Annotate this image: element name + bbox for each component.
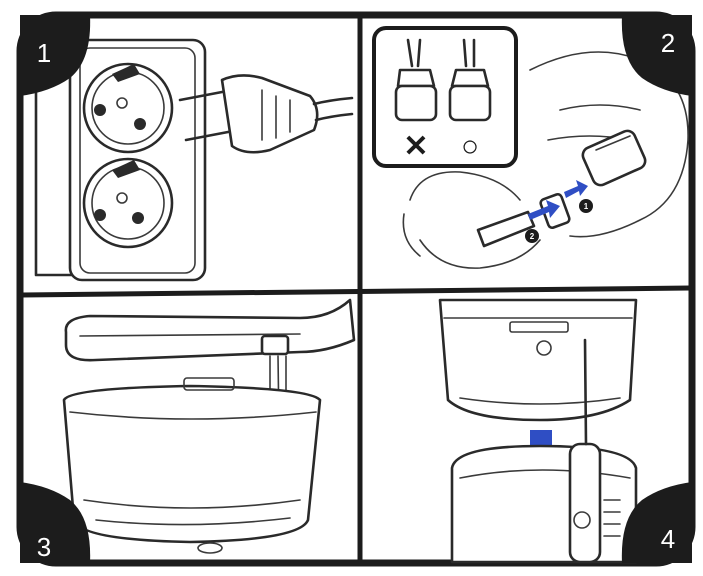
svg-text:2: 2 [530, 232, 535, 241]
handle-holder [570, 444, 600, 562]
wrong-mark-icon: ✕ [403, 130, 428, 163]
svg-text:1: 1 [37, 38, 51, 68]
nozzle-wand [585, 340, 586, 444]
socket-bottom [84, 159, 172, 247]
right-mark-icon: ○ [461, 130, 479, 163]
reservoir-lowering [440, 300, 636, 420]
svg-text:2: 2 [661, 28, 675, 58]
socket-top [84, 64, 172, 152]
svg-text:1: 1 [584, 202, 589, 211]
svg-text:3: 3 [37, 532, 51, 562]
water-reservoir [64, 378, 320, 553]
svg-text:4: 4 [661, 524, 675, 554]
nozzle-inset-box: ✕ ○ [374, 28, 516, 166]
